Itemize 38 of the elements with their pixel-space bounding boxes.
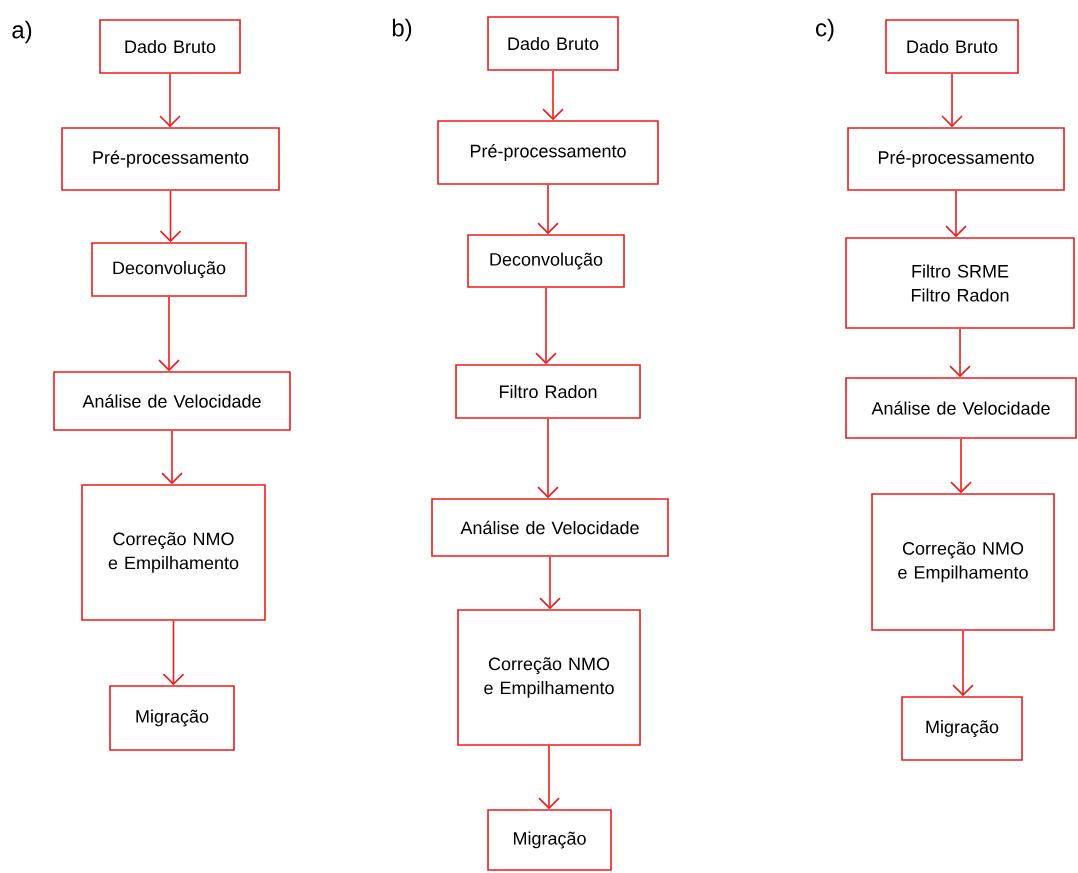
arrow [158, 296, 180, 372]
arrow [538, 745, 560, 810]
arrow [161, 430, 183, 485]
arrow [535, 287, 557, 365]
process-box: Filtro Radon [455, 364, 641, 419]
process-box: Migração [109, 685, 235, 751]
process-box: Pré-processamento [437, 120, 659, 185]
arrow [949, 328, 971, 378]
process-box: Migração [487, 809, 612, 871]
arrow [537, 184, 559, 235]
process-box: Dado Bruto [885, 19, 1019, 74]
process-box: Correção NMO e Empilhamento [871, 493, 1055, 631]
process-box: Análise de Velocidade [53, 371, 291, 431]
panel-label: b) [392, 18, 412, 42]
arrow [159, 73, 181, 128]
process-box: Deconvolução [467, 234, 625, 288]
process-box: Correção NMO e Empilhamento [81, 484, 266, 621]
panel-label: c) [816, 18, 834, 42]
arrow [941, 73, 963, 128]
process-box: Correção NMO e Empilhamento [457, 609, 641, 746]
process-box: Análise de Velocidade [845, 377, 1077, 439]
arrow [952, 630, 974, 697]
arrow [537, 418, 559, 499]
process-box: Pré-processamento [61, 127, 280, 191]
process-box: Dado Bruto [99, 19, 241, 74]
arrow [162, 620, 185, 686]
panel-label: a) [12, 20, 32, 44]
process-box: Análise de Velocidade [431, 498, 669, 557]
arrow [539, 556, 561, 610]
arrow [542, 70, 564, 121]
arrow [159, 190, 182, 243]
arrow [950, 438, 972, 494]
process-box: Dado Bruto [487, 16, 619, 71]
arrow [945, 190, 967, 238]
process-box: Migração [901, 696, 1023, 761]
process-box: Filtro SRME Filtro Radon [845, 237, 1075, 329]
process-box: Pré-processamento [847, 127, 1065, 191]
process-box: Deconvolução [91, 242, 247, 297]
